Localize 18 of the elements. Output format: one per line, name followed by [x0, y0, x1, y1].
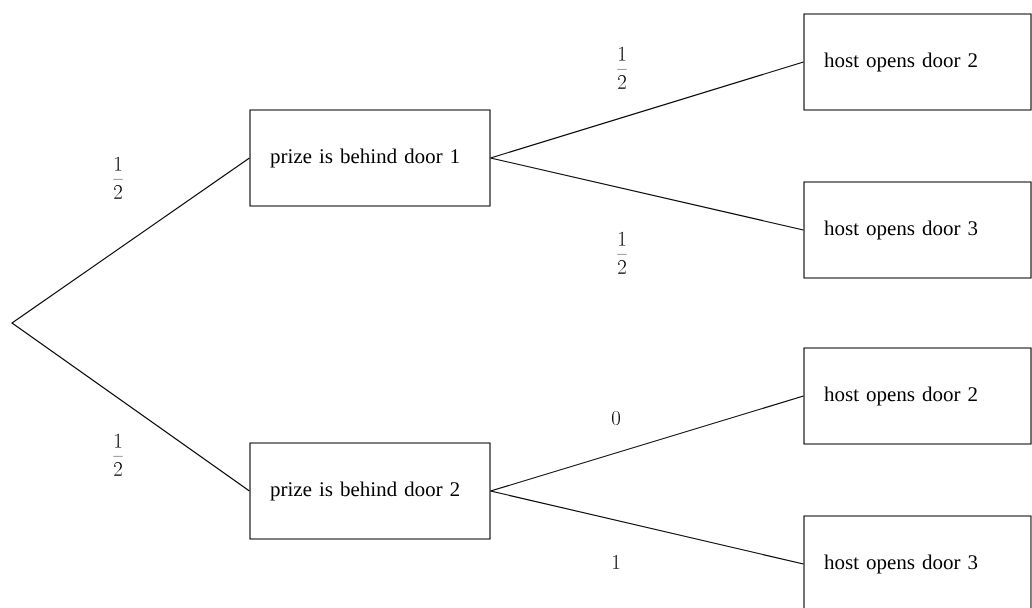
- text-box: host opens door 2: [803, 13, 1032, 111]
- branch-line: [490, 490, 804, 565]
- edge-label: $\frac{1}{2}$: [617, 231, 627, 274]
- branch-line: [11, 322, 250, 492]
- edge-label: $\frac{1}{2}$: [113, 156, 123, 199]
- edge-label: $\frac{1}{2}$: [113, 433, 123, 476]
- branch-line: [490, 61, 804, 159]
- edge-label: $1$: [613, 555, 620, 569]
- text-box: host opens door 2: [803, 347, 1032, 445]
- text-box: prize is behind door 1: [249, 109, 491, 207]
- text-box: host opens door 3: [803, 515, 1032, 608]
- text-box: host opens door 3: [803, 181, 1032, 279]
- branch-line: [490, 157, 804, 231]
- text-box: prize is behind door 2: [249, 442, 491, 540]
- branch-line: [11, 157, 250, 324]
- branch-line: [490, 395, 804, 492]
- edge-label: $0$: [612, 411, 620, 425]
- edge-label: $\frac{1}{2}$: [617, 46, 627, 89]
